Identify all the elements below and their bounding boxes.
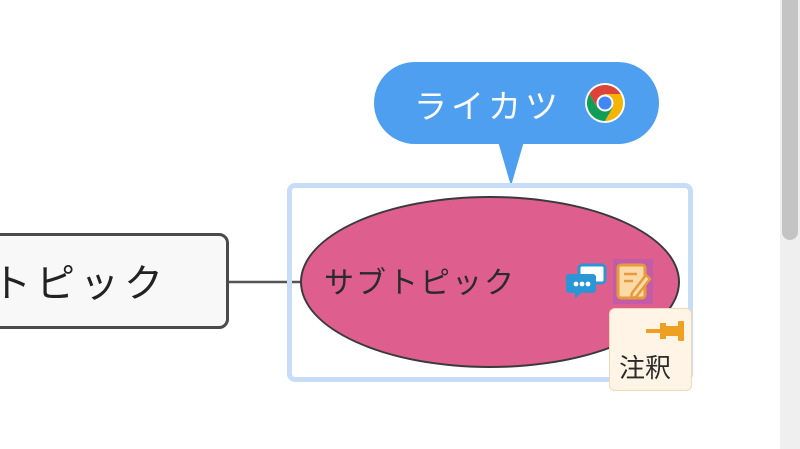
annotation-label: 注釈 xyxy=(619,354,672,384)
pin-icon xyxy=(646,321,684,341)
chrome-icon[interactable] xyxy=(583,81,627,125)
vertical-scrollbar[interactable] xyxy=(780,0,800,449)
callout-label: ライカツ xyxy=(414,87,562,126)
subtopic-label: サブトピック xyxy=(324,266,516,301)
note-icon[interactable] xyxy=(613,259,653,304)
callout-tail xyxy=(497,138,525,186)
main-topic[interactable]: トピック xyxy=(0,233,229,329)
scrollbar-thumb[interactable] xyxy=(782,0,798,240)
selection-outline xyxy=(287,183,693,382)
mind-map-canvas[interactable]: トピック ライカツ サブトピック xyxy=(0,0,780,449)
comment-icon[interactable] xyxy=(566,262,608,302)
main-topic-label: トピック xyxy=(0,262,168,307)
